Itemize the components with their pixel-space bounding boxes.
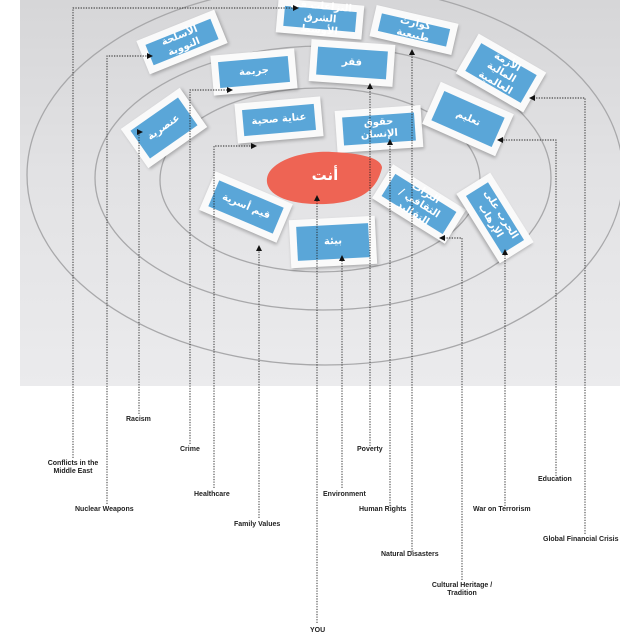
label-conflicts: Conflicts in the Middle East: [47, 460, 99, 476]
leader-crime: [189, 87, 233, 444]
label-heritage: Cultural Heritage / Tradition: [431, 582, 493, 598]
label-terror: War on Terrorism: [473, 506, 531, 513]
label-global: Global Financial Crisis: [543, 536, 619, 543]
leader-conflicts: [72, 5, 299, 458]
label-healthcare: Healthcare: [194, 491, 230, 498]
label-environment: Environment: [323, 491, 366, 498]
leader-racism: [137, 129, 143, 414]
label-poverty: Poverty: [357, 446, 383, 453]
leader-healthcare: [213, 143, 257, 488]
label-human-rights: Human Rights: [359, 506, 407, 513]
leader-heritage: [439, 235, 463, 580]
leader-education: [497, 137, 557, 476]
leader-global: [529, 95, 586, 534]
label-racism: Racism: [126, 416, 151, 423]
you-card-text: أنت: [311, 166, 339, 184]
label-nuclear: Nuclear Weapons: [75, 506, 134, 513]
label-family: Family Values: [234, 521, 281, 528]
leader-nuclear: [106, 53, 153, 504]
you-card: [266, 151, 382, 205]
label-natural: Natural Disasters: [381, 551, 439, 558]
label-you: YOU: [310, 627, 326, 634]
ring-outer: [26, 0, 620, 366]
label-crime: Crime: [180, 446, 200, 453]
label-education: Education: [538, 476, 572, 483]
